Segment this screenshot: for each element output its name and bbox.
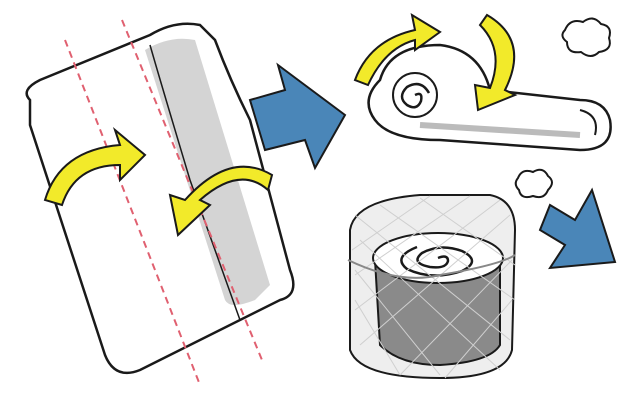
futon-in-net-bag <box>347 194 517 380</box>
curved-arrow-icon <box>43 126 147 207</box>
fold-line <box>64 39 201 386</box>
fold-line <box>121 19 263 361</box>
puff-cloud-icon <box>514 168 553 199</box>
puff-cloud-icon <box>561 17 611 57</box>
step-arrow-icon <box>248 62 347 171</box>
rolling-futon <box>353 12 612 152</box>
curved-arrow-icon <box>168 165 274 237</box>
folded-futon <box>25 19 295 386</box>
curved-arrow-icon <box>473 13 518 112</box>
curved-arrow-icon <box>353 12 442 87</box>
step-arrow-icon <box>538 187 617 270</box>
